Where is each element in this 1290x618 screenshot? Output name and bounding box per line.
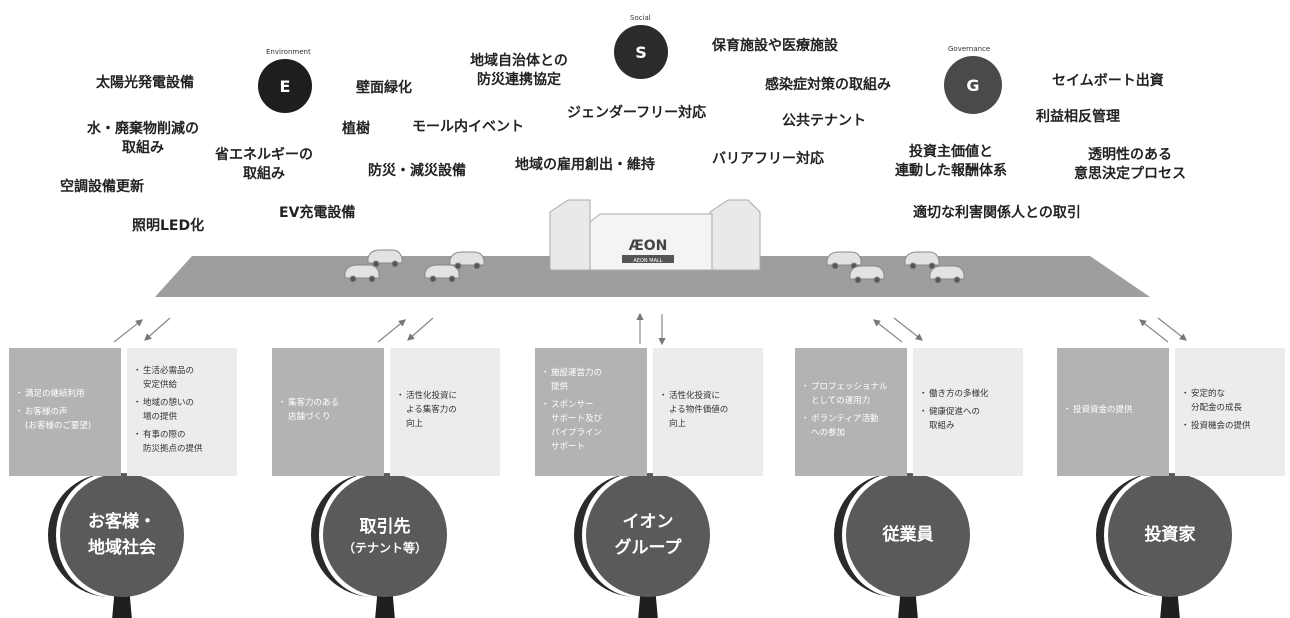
bullet-list: プロフェッショナルとしての運用力ボランティア活動への参加	[801, 380, 888, 444]
stakeholder-name: 取引先 （テナント等）	[325, 514, 445, 556]
stakeholder-benefit-box: 安定的な分配金の成長投資機会の提供	[1175, 348, 1285, 476]
env-item: 壁面緑化	[356, 80, 412, 96]
car	[344, 264, 380, 283]
bullet-list: 生活必需品の安定供給地域の憩いの場の提供有事の際の防災拠点の提供	[133, 364, 203, 460]
gov-item: セイムボート出資	[1052, 73, 1164, 89]
environment-badge-caption: Environment	[266, 48, 311, 56]
stakeholder-name-line: 従業員	[882, 525, 934, 545]
tree	[48, 473, 184, 618]
bullet-list: 満足の継続利用お客様の声(お客様のご要望)	[15, 387, 91, 437]
car	[449, 251, 485, 270]
governance-badge-caption: Governance	[948, 45, 991, 53]
stakeholder-name-line: 取引先	[359, 517, 411, 537]
car	[826, 251, 862, 270]
car	[367, 249, 403, 268]
car	[929, 265, 965, 284]
stakeholder-contribution-box: 満足の継続利用お客様の声(お客様のご要望)	[9, 348, 121, 476]
mall-logo: ÆON	[629, 238, 668, 254]
stakeholder-contribution-box: プロフェッショナルとしての運用力ボランティア活動への参加	[795, 348, 907, 476]
gov-item: 投資主価値と連動した報酬体系	[895, 144, 1007, 179]
tree	[574, 473, 710, 618]
stakeholder-name-sub: （テナント等）	[342, 541, 427, 555]
social-item: 保育施設や医療施設	[712, 38, 838, 54]
governance-badge: G	[944, 56, 1002, 114]
bullet-list: 投資資金の提供	[1063, 403, 1133, 421]
env-item: EV充電設備	[279, 205, 356, 221]
bullet-item: 働き方の多様化	[919, 387, 989, 401]
env-item: 空調設備更新	[60, 179, 144, 195]
trees	[48, 473, 1232, 618]
gov-item: 透明性のある意思決定プロセス	[1074, 147, 1186, 182]
stakeholder-name-line: お客様・	[88, 512, 156, 532]
car	[424, 264, 460, 283]
env-item: 省エネルギーの取組み	[215, 147, 313, 182]
env-item: 太陽光発電設備	[96, 75, 194, 91]
env-item: 照明LED化	[132, 218, 205, 234]
social-badge-caption: Social	[630, 14, 651, 22]
social-item: 公共テナント	[782, 113, 866, 129]
stakeholder-name: お客様・地域社会	[62, 509, 182, 561]
bullet-item: 投資機会の提供	[1181, 419, 1251, 433]
stakeholder-name-line: グループ	[614, 538, 682, 558]
environment-badge: E	[258, 59, 312, 113]
stakeholder-name: 従業員	[848, 522, 968, 548]
env-item: 植樹	[342, 121, 370, 137]
gov-item: 利益相反管理	[1036, 109, 1120, 125]
social-item: 感染症対策の取組み	[765, 77, 891, 93]
tree	[1096, 473, 1232, 618]
stakeholder-contribution-box: 投資資金の提供	[1057, 348, 1169, 476]
stakeholder-name: イオングループ	[588, 509, 708, 561]
social-item: 地域の雇用創出・維持	[515, 157, 655, 173]
car	[849, 265, 885, 284]
stakeholder-name-line: 投資家	[1144, 525, 1196, 545]
env-item: 水・廃棄物削減の取組み	[87, 121, 199, 156]
stakeholder-name-line: イオン	[622, 512, 674, 532]
social-item: モール内イベント	[412, 119, 524, 135]
flow-arrows	[113, 312, 1187, 346]
bullet-item: お客様の声(お客様のご要望)	[15, 405, 91, 433]
stakeholder-name: 投資家	[1110, 522, 1230, 548]
bullet-item: 満足の継続利用	[15, 387, 91, 401]
stakeholder-benefit-box: 働き方の多様化健康促進への取組み	[913, 348, 1023, 476]
stakeholder-name-line: 地域社会	[88, 538, 156, 558]
bullet-item: 投資資金の提供	[1063, 403, 1133, 417]
road	[155, 256, 1150, 297]
social-badge: S	[614, 25, 668, 79]
bullet-list: 施設運営力の提供スポンサーサポート及びパイプラインサポート	[541, 366, 602, 458]
env-item: 防災・減災設備	[368, 163, 466, 179]
mall-building: ÆON AEON MALL	[549, 199, 761, 271]
cars	[344, 249, 965, 284]
social-item: ジェンダーフリー対応	[567, 105, 707, 121]
tree	[834, 473, 970, 618]
social-item: 地域自治体との防災連携協定	[470, 53, 568, 88]
stakeholder-contribution-box: 施設運営力の提供スポンサーサポート及びパイプラインサポート	[535, 348, 647, 476]
tree	[311, 473, 447, 618]
gov-item: 適切な利害関係人との取引	[913, 205, 1081, 221]
social-item: バリアフリー対応	[712, 151, 824, 167]
bullet-list: 安定的な分配金の成長投資機会の提供	[1181, 387, 1251, 437]
car	[904, 251, 940, 270]
mall-sign: AEON MALL	[633, 258, 662, 264]
bullet-list: 働き方の多様化健康促進への取組み	[919, 387, 989, 437]
stakeholder-benefit-box: 生活必需品の安定供給地域の憩いの場の提供有事の際の防災拠点の提供	[127, 348, 237, 476]
